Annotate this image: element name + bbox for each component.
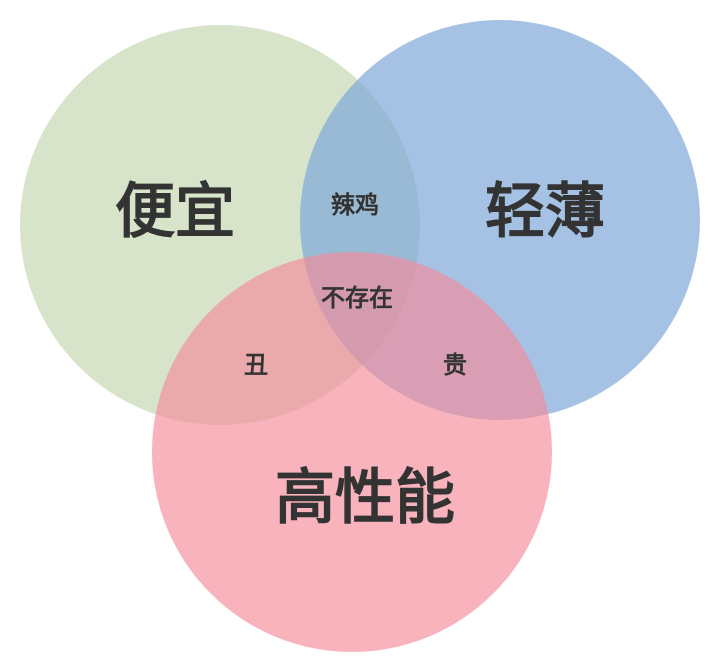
label-performance: 高性能 [275, 463, 455, 533]
label-light-performance: 贵 [443, 351, 467, 379]
label-light: 轻薄 [485, 177, 605, 247]
label-cheap-performance: 丑 [244, 351, 268, 379]
label-cheap: 便宜 [115, 177, 235, 247]
label-all-three: 不存在 [321, 284, 393, 312]
circle-performance [152, 252, 552, 652]
label-cheap-light: 辣鸡 [331, 191, 379, 219]
